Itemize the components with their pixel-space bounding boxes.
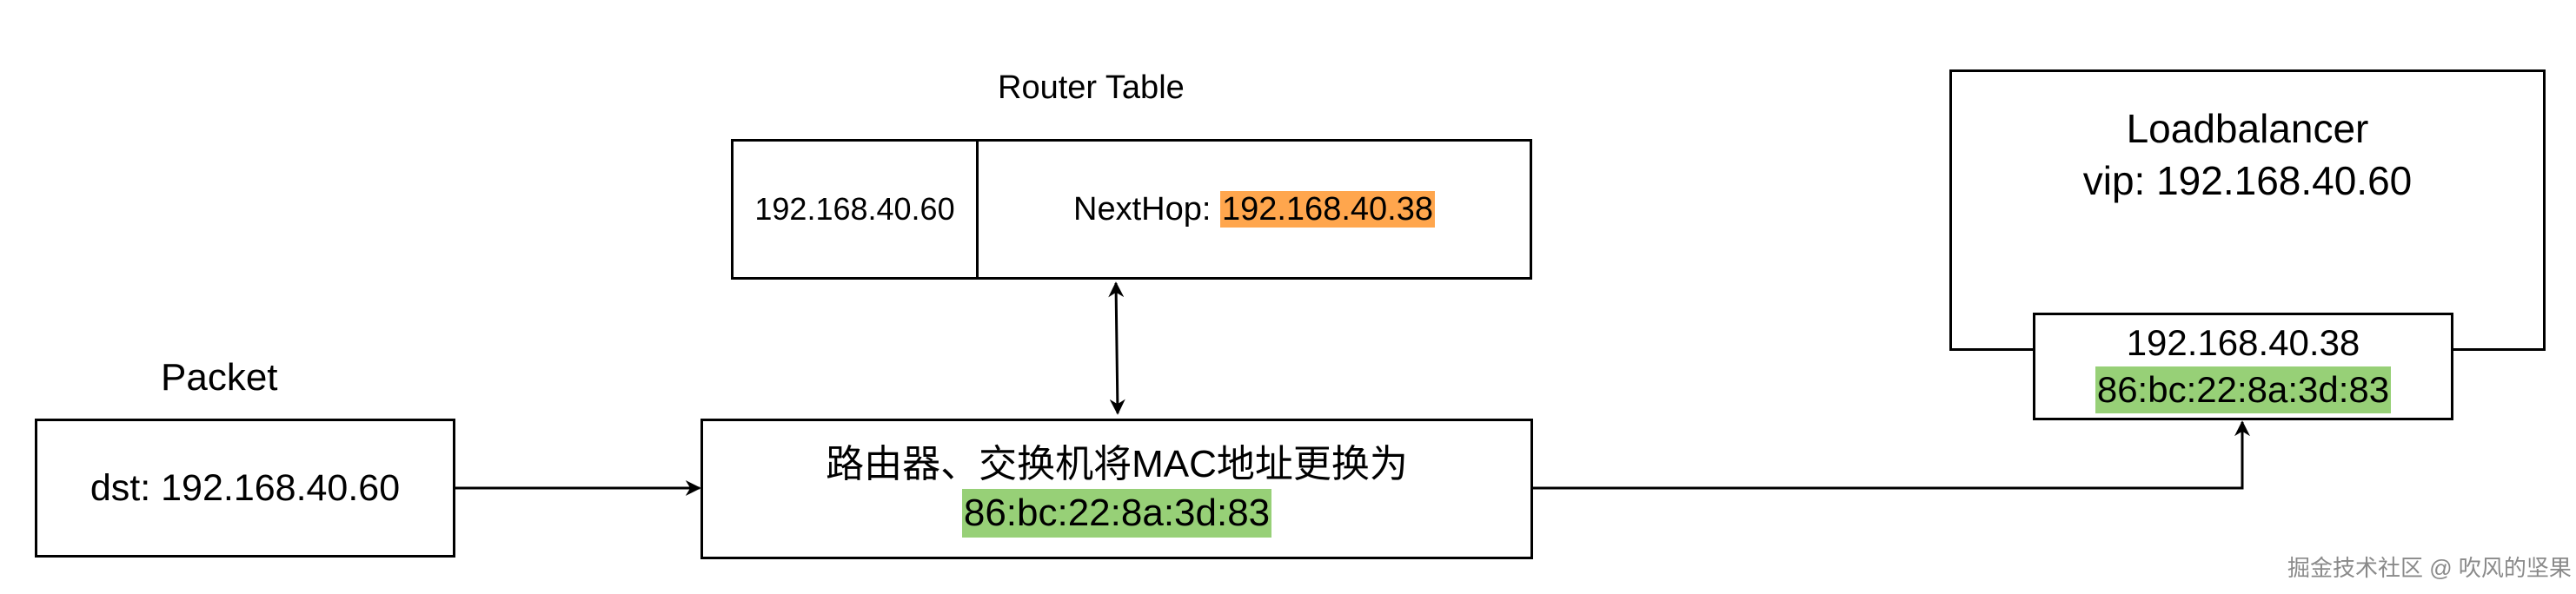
arrow-router-switch-bidirectional — [1108, 281, 1125, 415]
router-table-nexthop: NextHop: 192.168.40.38 — [1073, 190, 1435, 228]
arrow-switch-to-loadbalancer — [1531, 420, 2250, 490]
watermark: 掘金技术社区 @ 吹风的坚果 — [2287, 555, 2572, 581]
loadbalancer-vip: vip: 192.168.40.60 — [2082, 158, 2413, 203]
loadbalancer-nic-box: 192.168.40.38 86:bc:22:8a:3d:83 — [2033, 313, 2453, 420]
router-table-ip-cell: 192.168.40.60 — [734, 142, 979, 277]
router-table-ip: 192.168.40.60 — [754, 191, 955, 227]
loadbalancer-labels: Loadbalancer vip: 192.168.40.60 — [1949, 102, 2546, 207]
loadbalancer-box — [1949, 69, 2546, 351]
switch-text: 路由器、交换机将MAC地址更换为 — [826, 443, 1408, 485]
nexthop-value: 192.168.40.38 — [1219, 190, 1435, 228]
router-table-nexthop-cell: NextHop: 192.168.40.38 — [979, 142, 1530, 277]
switch-box: 路由器、交换机将MAC地址更换为 86:bc:22:8a:3d:83 — [700, 419, 1533, 559]
switch-mac: 86:bc:22:8a:3d:83 — [961, 489, 1272, 538]
packet-box: dst: 192.168.40.60 — [35, 419, 455, 558]
loadbalancer-ip: 192.168.40.38 — [2126, 322, 2360, 363]
loadbalancer-title: Loadbalancer — [2126, 106, 2369, 151]
loadbalancer-mac: 86:bc:22:8a:3d:83 — [2095, 366, 2392, 413]
nexthop-label: NextHop: — [1073, 190, 1220, 228]
router-table: 192.168.40.60 NextHop: 192.168.40.38 — [731, 139, 1532, 280]
packet-title: Packet — [161, 356, 278, 399]
router-table-title: Router Table — [998, 69, 1185, 106]
packet-dst: dst: 192.168.40.60 — [90, 466, 401, 509]
